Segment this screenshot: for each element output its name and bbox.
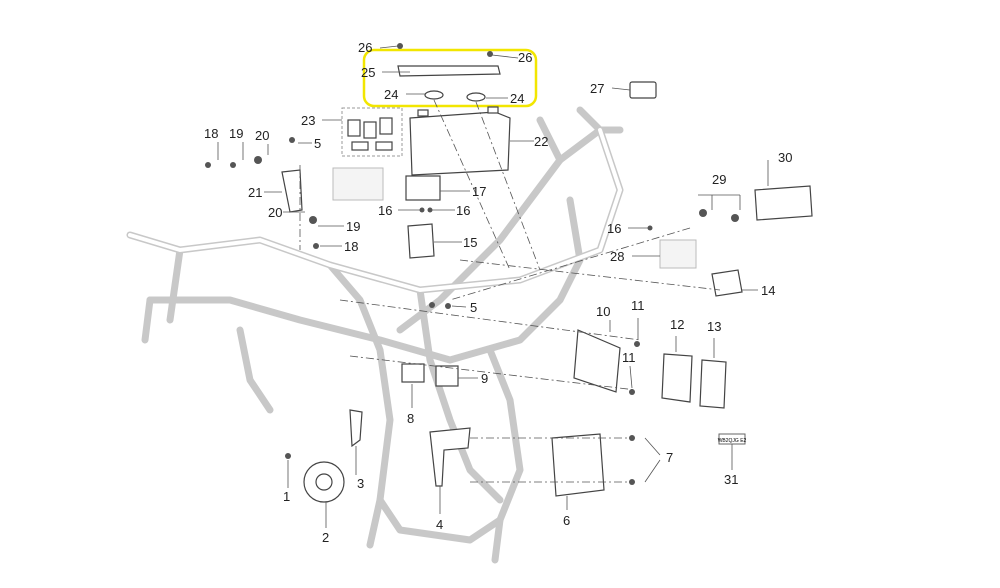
battery [409,111,511,176]
callout: 11 [631,298,645,313]
fuse-group [341,107,403,157]
fuse [363,121,377,139]
callout: 17 [472,184,486,199]
callout: 30 [778,150,792,165]
callout: 2 [322,530,329,545]
callout: 13 [707,319,721,334]
callout: 8 [407,411,414,426]
callout: 21 [248,185,262,200]
callout: 11 [622,350,636,365]
callout: 19 [346,219,360,234]
motorcycle-frame [126,106,624,564]
bracket-4 [429,427,471,487]
fuse [379,117,393,135]
relay [405,175,441,201]
ecu-cover [699,359,727,409]
callout: 12 [670,317,684,332]
relay-14 [711,269,743,297]
battery-terminal [487,106,499,114]
callout: 9 [481,371,488,386]
callout: 16 [607,221,621,236]
label-plate-text: WB2QJG E2 [718,438,747,444]
leader-lines [217,45,769,528]
callout: 3 [357,476,364,491]
fuse-box [754,185,813,221]
relay-ghost [659,239,697,269]
callout: 26 [358,40,372,55]
callout: 20 [255,128,269,143]
fuse [347,119,361,137]
highlight-box [362,48,538,108]
callout: 18 [204,126,218,141]
callout: 4 [436,517,443,532]
callout: 7 [666,450,673,465]
regulator [332,167,384,201]
fuse [351,141,369,151]
grommet [466,92,486,102]
horn-bracket [349,409,363,448]
screws [205,43,739,485]
callout: 1 [283,489,290,504]
callout: 20 [268,205,282,220]
relay-8 [401,363,425,383]
callout: 26 [518,50,532,65]
regulator-bracket [281,169,303,213]
ecu [661,353,693,403]
callout: 24 [510,91,524,106]
callout: 31 [724,472,738,487]
callout: 25 [361,65,375,80]
callout: 6 [563,513,570,528]
horn-center [315,473,333,491]
battery-terminal [417,109,429,117]
fuse [375,141,393,151]
callout: 23 [301,113,315,128]
callout: 5 [314,136,321,151]
callout: 16 [378,203,392,218]
callout: 19 [229,126,243,141]
callout: 28 [610,249,624,264]
callout: 5 [470,300,477,315]
ecu-bracket [573,329,621,393]
callout-numbers: 26 26 25 24 24 27 23 22 18 19 20 5 30 29… [204,40,792,545]
callout: 14 [761,283,775,298]
callout: 24 [384,87,398,102]
relay-9 [435,365,459,387]
callout: 15 [463,235,477,250]
callout: 29 [712,172,726,187]
relay-holder [407,223,435,259]
callout: 27 [590,81,604,96]
callout: 22 [534,134,548,149]
callout: 10 [596,304,610,319]
abs-module [551,433,605,497]
battery-strap [397,65,501,77]
relay-small [629,81,657,99]
callout: 18 [344,239,358,254]
grommet [424,90,444,100]
callout: 16 [456,203,470,218]
